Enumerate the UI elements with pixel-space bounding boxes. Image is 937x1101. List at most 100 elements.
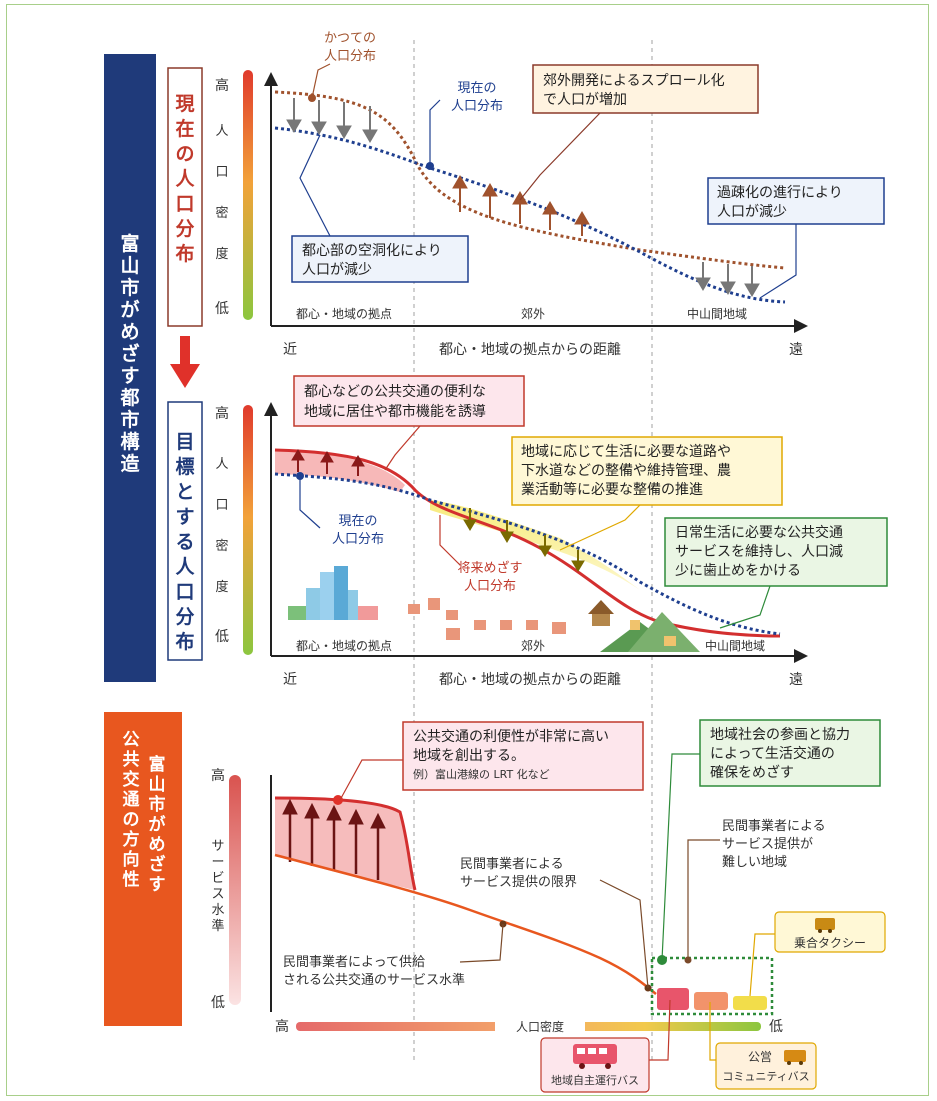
hard-region-line-2: サービス提供が <box>722 836 813 852</box>
orange-title-band <box>104 712 182 1026</box>
sprawl-callout-line-2: で人口が増加 <box>543 92 627 108</box>
panel3-x-high: 高 <box>275 1018 289 1035</box>
community-callout-leader <box>661 753 700 961</box>
panel3-y-low: 低 <box>211 995 225 1011</box>
lrt-marker <box>333 795 343 805</box>
panel3-x-label: 人口密度 <box>516 1019 564 1034</box>
past-dist-label-2: 人口分布 <box>324 49 376 64</box>
core-induce-area <box>275 450 405 492</box>
rural-decline-arrows <box>695 262 760 297</box>
panel2-y-label-3: 密 <box>215 538 228 554</box>
panel1-x-label: 都心・地域の拠点からの距離 <box>439 341 621 358</box>
service-limit-line-2: サービス提供の限界 <box>460 874 577 890</box>
panel1-y-axis-arrow-icon <box>264 72 278 86</box>
private-supply-line-1: 民間事業者によって供給 <box>283 954 425 970</box>
suburb-houses-icon <box>408 598 566 640</box>
panel2-current-curve <box>274 472 781 636</box>
panel2-y-label-2: 口 <box>215 498 228 513</box>
panel3-y-label: サ ー ビ ス 水 準 <box>211 839 224 934</box>
svg-text:ス: ス <box>211 887 224 902</box>
svg-text:ビ: ビ <box>211 871 224 886</box>
community-bus-bar <box>694 992 728 1010</box>
rural-depopulation-line-1: 過疎化の進行により <box>717 185 843 201</box>
taxi-badge-label: 乗合タクシー <box>794 935 866 950</box>
service-limit-leader <box>599 879 649 989</box>
local-bus-icon <box>573 1044 617 1069</box>
sprawl-callout-box <box>532 64 759 114</box>
core-hollowing-line-1: 都心部の空洞化により <box>302 243 442 259</box>
community-bus-label-2: コミュニティバス <box>722 1070 809 1083</box>
community-callout-line-2: によって生活交通の <box>710 745 835 762</box>
svg-text:水: 水 <box>211 903 224 918</box>
x-label-backdrop <box>495 1018 585 1034</box>
panel1-x-far: 遠 <box>789 342 803 358</box>
p2-current-label-1: 現在の <box>338 514 377 529</box>
panel2-x-axis-arrow-icon <box>794 649 808 663</box>
panel1-y-label-1: 人 <box>215 124 228 139</box>
taxi-badge-leader <box>749 933 775 997</box>
private-supply-leader <box>459 923 504 963</box>
local-bus-badge-label: 地域自主運行バス <box>551 1074 639 1087</box>
infrastructure-leader <box>559 504 641 551</box>
panel1-zone-rural: 中山間地域 <box>687 306 747 321</box>
lrt-callout-line-3: 例）富山港線の LRT 化など <box>413 767 550 781</box>
current-population-curve <box>274 126 786 304</box>
local-bus-bar <box>657 988 689 1010</box>
navy-title: 富山市がめざす都市構造 <box>119 232 140 475</box>
infrastructure-line-1: 地域に応じて生活に必要な道路や <box>521 444 731 460</box>
hard-region-leader <box>687 839 720 960</box>
panel2-y-axis-arrow-icon <box>264 402 278 416</box>
rural-depopulation-line-2: 人口が減少 <box>717 203 787 220</box>
community-callout-line-1: 地域社会の参画と協力 <box>710 726 850 743</box>
induce-callout-line-2: 地域に居住や都市機能を誘導 <box>304 403 486 420</box>
rural-mountains-icon <box>588 600 700 652</box>
svg-text:公共交通の方向性: 公共交通の方向性 <box>123 730 140 890</box>
taxi-bar <box>733 996 767 1010</box>
transit-maintain-line-2: サービスを維持し、人口減 <box>675 543 843 560</box>
future-label-1: 将来めざす <box>457 560 522 576</box>
panel1-zone-core: 都心・地域の拠点 <box>296 307 392 321</box>
future-leader <box>439 515 461 566</box>
community-transport-region <box>650 956 774 1016</box>
panel2-title: 目標とする人口分布 <box>175 431 195 653</box>
panel1-y-label-3: 密 <box>215 205 228 221</box>
high-service-curve <box>274 796 417 891</box>
hard-region-line-3: 難しい地域 <box>722 855 787 870</box>
p2-current-marker <box>296 472 304 480</box>
local-bus-badge <box>540 1037 650 1093</box>
panel3-y-high: 高 <box>211 767 225 784</box>
current-dist-marker <box>426 162 434 170</box>
local-bus-leader <box>649 999 671 1061</box>
panel1-title: 現在の人口分布 <box>175 93 195 265</box>
lrt-callout-box <box>402 721 644 791</box>
current-dist-label-2: 人口分布 <box>451 99 503 114</box>
infrastructure-line-3: 業活動等に必要な整備の推進 <box>521 481 703 498</box>
past-dist-marker <box>308 94 316 102</box>
svg-text:ー: ー <box>211 855 224 870</box>
sprawl-callout-leader <box>519 112 601 201</box>
current-dist-leader <box>429 99 441 166</box>
panel-transition-arrow-icon <box>170 364 200 388</box>
navy-title-band <box>104 54 156 682</box>
taxi-bus-icon <box>815 918 835 933</box>
community-bus-icon <box>784 1050 806 1065</box>
lrt-callout-line-1: 公共交通の利便性が非常に高い <box>413 728 609 745</box>
outer-frame <box>6 4 929 1096</box>
transit-maintain-callout-box <box>664 517 888 587</box>
panel2-zone-suburb: 郊外 <box>521 639 545 653</box>
community-callout-box <box>699 719 881 787</box>
svg-text:サ: サ <box>211 839 224 854</box>
community-bus-leader <box>709 1002 716 1061</box>
future-label-2: 人口分布 <box>464 579 516 594</box>
panel2-y-label-1: 人 <box>215 457 228 472</box>
svg-text:富山市がめざす: 富山市がめざす <box>149 754 166 895</box>
panel2-y-label-4: 度 <box>215 579 228 595</box>
suburb-increase-arrows <box>452 175 590 236</box>
induce-callout-leader <box>384 425 421 471</box>
panel1-zone-suburb: 郊外 <box>521 307 545 321</box>
hard-region-marker <box>684 956 692 964</box>
infrastructure-line-2: 下水道などの整備や維持管理、農 <box>521 463 731 479</box>
infrastructure-callout-box <box>511 436 783 506</box>
community-callout-line-3: 確保をめざす <box>710 764 794 781</box>
